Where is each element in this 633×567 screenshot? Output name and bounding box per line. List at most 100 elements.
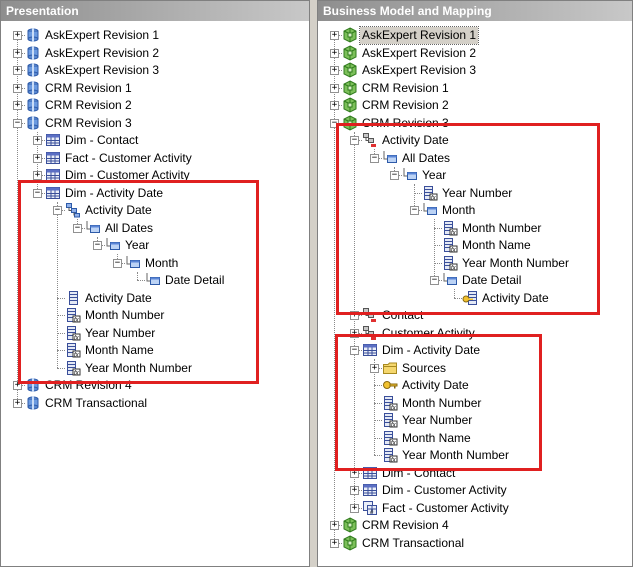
expand-icon[interactable]: +	[33, 152, 42, 163]
tree-node-dim-activity-date[interactable]: −Dim - Activity Date	[1, 185, 309, 202]
collapse-icon[interactable]: −	[410, 205, 419, 215]
expand-icon[interactable]: +	[330, 30, 339, 40]
tree-node-label: Year	[125, 238, 150, 252]
collapse-icon[interactable]: −	[73, 222, 82, 233]
expand-icon[interactable]: +	[350, 502, 359, 513]
tree-node-fact-customer-activity[interactable]: + Fact - Customer Activity	[1, 150, 309, 167]
tree-node-label: Fact - Customer Activity	[65, 150, 192, 165]
tree-node-dim-contact[interactable]: +Dim - Contact	[1, 132, 309, 149]
tree-node-crm-revision-3[interactable]: −CRM Revision 3	[318, 114, 632, 132]
tree-node-activity-date[interactable]: −Activity Date	[1, 202, 309, 219]
tree-node-askexpert-revision-1[interactable]: +AskExpert Revision 1	[318, 26, 632, 45]
expand-icon[interactable]: +	[13, 380, 22, 390]
tree-connector	[374, 455, 382, 456]
expand-icon[interactable]: +	[13, 30, 22, 40]
tree-node-month[interactable]: −Month	[318, 202, 632, 219]
tree-node-sources[interactable]: +Sources	[318, 360, 632, 377]
tree-connector	[57, 297, 65, 299]
tree-node-crm-revision-3[interactable]: −CRM Revision 3	[1, 115, 309, 132]
tree-node-crm-transactional[interactable]: +CRM Transactional	[1, 395, 309, 412]
tree-node-all-dates[interactable]: −All Dates	[1, 220, 309, 237]
model-icon	[342, 534, 358, 551]
tree-node-date-detail[interactable]: −Date Detail	[318, 272, 632, 289]
tree-node-customer-activity[interactable]: +Customer Activity	[318, 325, 632, 342]
tree-node-activity-date[interactable]: Activity Date	[318, 290, 632, 307]
expand-icon[interactable]: +	[350, 327, 359, 338]
collapse-icon[interactable]: −	[113, 257, 122, 268]
tree-node-askexpert-revision-2[interactable]: +AskExpert Revision 2	[1, 45, 309, 62]
expand-icon[interactable]: +	[33, 135, 42, 145]
collapse-icon[interactable]: −	[330, 117, 339, 128]
expand-icon[interactable]: +	[13, 47, 22, 58]
tree-node-month[interactable]: −Month	[1, 255, 309, 272]
tree-node-crm-revision-1[interactable]: +CRM Revision 1	[1, 80, 309, 97]
expand-icon[interactable]: +	[370, 362, 379, 373]
tree-node-activity-date[interactable]: Activity Date	[1, 290, 309, 307]
tree-node-askexpert-revision-1[interactable]: +AskExpert Revision 1	[1, 27, 309, 44]
expand-icon[interactable]: +	[330, 65, 339, 75]
tree-node-dim-contact[interactable]: +Dim - Contact	[318, 465, 632, 482]
tree-node-dim-customer-activity[interactable]: +Dim - Customer Activity	[318, 482, 632, 499]
collapse-icon[interactable]: −	[390, 170, 399, 180]
expand-icon[interactable]: +	[13, 65, 22, 75]
level-icon	[442, 272, 458, 288]
tree-node-dim-customer-activity[interactable]: +Dim - Customer Activity	[1, 167, 309, 184]
tree-node-dim-activity-date[interactable]: −Dim - Activity Date	[318, 342, 632, 359]
expand-icon[interactable]: +	[330, 82, 339, 93]
tree-node-crm-revision-2[interactable]: +CRM Revision 2	[318, 97, 632, 114]
expand-icon[interactable]: +	[13, 82, 22, 93]
tree-node-crm-revision-4[interactable]: +CRM Revision 4	[1, 377, 309, 394]
expand-icon[interactable]: +	[330, 537, 339, 548]
tree-node-activity-date[interactable]: Activity Date	[318, 377, 632, 394]
dimension-icon	[362, 132, 378, 148]
tree-node-askexpert-revision-3[interactable]: +AskExpert Revision 3	[1, 62, 309, 79]
expand-icon[interactable]: +	[330, 100, 339, 110]
svg-text:fx: fx	[431, 195, 437, 201]
collapse-icon[interactable]: −	[430, 275, 439, 285]
tree-node-year[interactable]: −Year	[318, 167, 632, 184]
expand-icon[interactable]: +	[350, 485, 359, 495]
expand-icon[interactable]: +	[13, 397, 22, 408]
tree-connector	[374, 437, 382, 439]
tree-node-label: Year Number	[85, 325, 156, 340]
collapse-icon[interactable]: −	[13, 117, 22, 128]
tree-node-contact[interactable]: +Contact	[318, 307, 632, 324]
expand-icon[interactable]: +	[350, 310, 359, 320]
expand-icon[interactable]: +	[13, 100, 22, 110]
expand-icon[interactable]: +	[33, 170, 42, 180]
tree-node-date-detail[interactable]: Date Detail	[1, 272, 309, 289]
tree-node-label: CRM Revision 2	[45, 98, 132, 112]
collapse-icon[interactable]: −	[350, 345, 359, 355]
tree-node-crm-revision-4[interactable]: +CRM Revision 4	[318, 517, 632, 534]
collapse-icon[interactable]: −	[350, 135, 359, 145]
pane-splitter[interactable]	[310, 0, 317, 567]
expand-icon[interactable]: +	[330, 520, 339, 530]
collapse-icon[interactable]: −	[93, 240, 102, 250]
tree-node-all-dates[interactable]: −All Dates	[318, 150, 632, 167]
tree-node-askexpert-revision-3[interactable]: +AskExpert Revision 3	[318, 62, 632, 79]
tree-node-fact-customer-activity[interactable]: +#Fact - Customer Activity	[318, 500, 632, 517]
tree-node-crm-revision-2[interactable]: + CRM Revision 2	[1, 97, 309, 114]
tree-node-activity-date[interactable]: −Activity Date	[318, 132, 632, 149]
collapse-icon[interactable]: −	[33, 187, 42, 198]
tree-node-askexpert-revision-2[interactable]: +AskExpert Revision 2	[318, 44, 632, 62]
collapse-icon[interactable]: −	[370, 152, 379, 163]
tree-node-crm-transactional[interactable]: +CRM Transactional	[318, 534, 632, 552]
expand-icon[interactable]: +	[350, 467, 359, 478]
expand-icon[interactable]: +	[330, 47, 339, 58]
collapse-icon[interactable]: −	[53, 205, 62, 215]
tree-node-year[interactable]: − Year	[1, 237, 309, 254]
tree-node-crm-revision-1[interactable]: +CRM Revision 1	[318, 79, 632, 97]
